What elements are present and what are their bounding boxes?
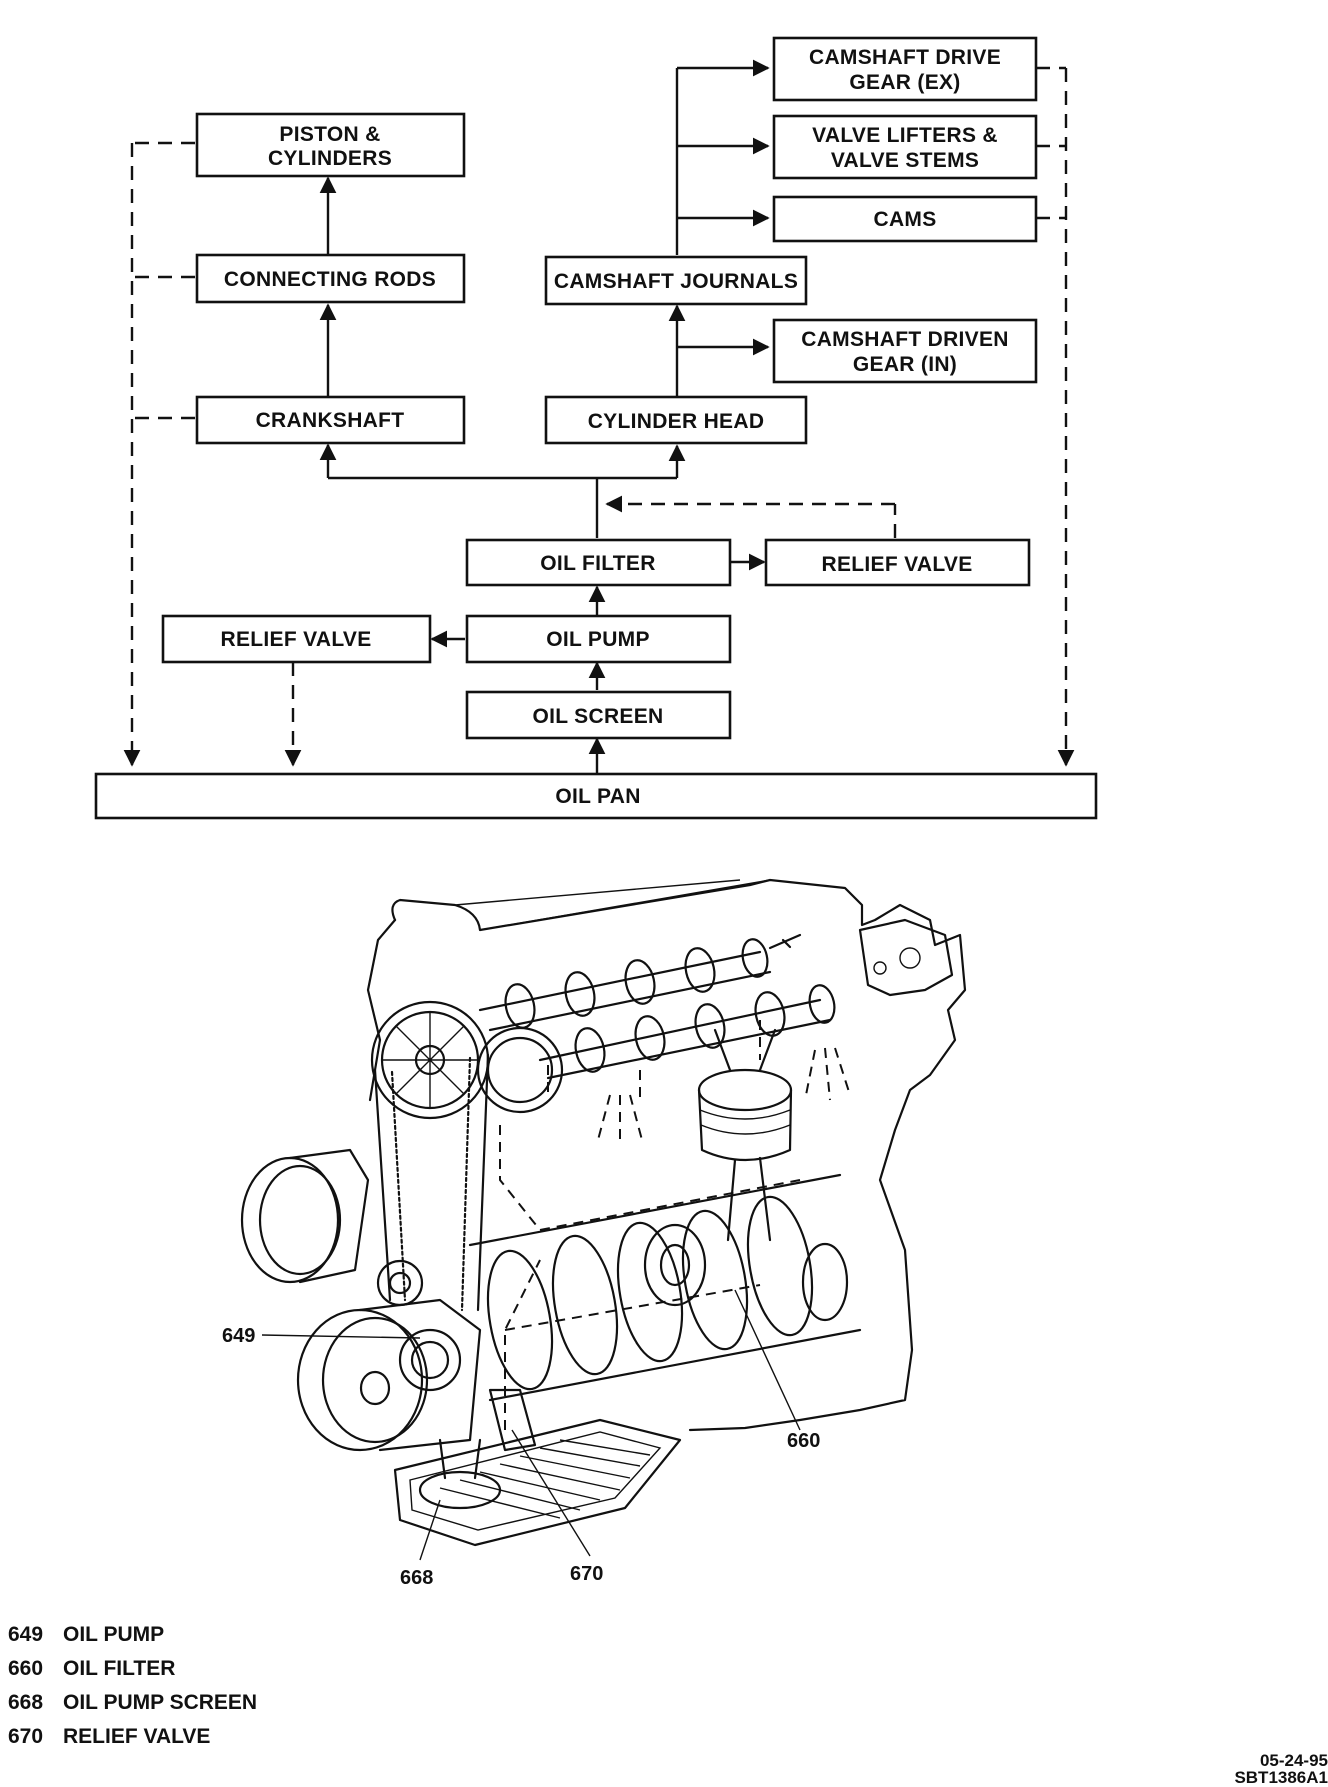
leader-660 — [734, 1289, 801, 1431]
engine-illustration: 649 660 668 670 — [222, 878, 967, 1589]
box-oil-pan: OIL PAN — [94, 772, 1098, 820]
box-camshaft-driven-gear: CAMSHAFT DRIVEN GEAR (IN) — [772, 318, 1038, 384]
callout-668: 668 — [400, 1567, 433, 1589]
callout-670: 670 — [570, 1563, 603, 1585]
leader-670 — [511, 1429, 591, 1557]
box-label: CYLINDERS — [268, 147, 392, 170]
internal-flow — [499, 1020, 801, 1430]
box-label: RELIEF VALVE — [822, 553, 973, 576]
timing-belt — [370, 1000, 564, 1312]
box-label: OIL PUMP — [546, 628, 650, 651]
box-label: PISTON & — [279, 123, 380, 146]
box-label: CYLINDER HEAD — [588, 410, 765, 433]
box-connecting-rods: CONNECTING RODS — [195, 253, 466, 304]
pulley-left — [240, 1148, 424, 1307]
box-relief-valve-pump: RELIEF VALVE — [161, 614, 432, 664]
box-label: GEAR (EX) — [849, 71, 960, 94]
box-camshaft-journals: CAMSHAFT JOURNALS — [544, 255, 808, 306]
drawing-stamp: 05-24-95 SBT1386A1 — [1234, 1752, 1328, 1786]
box-cylinder-head: CYLINDER HEAD — [544, 395, 808, 445]
leader-668 — [419, 1499, 441, 1561]
box-oil-pump: OIL PUMP — [465, 614, 732, 664]
box-label: CONNECTING RODS — [224, 268, 436, 291]
box-oil-screen: OIL SCREEN — [465, 690, 732, 740]
camshafts — [478, 933, 836, 1080]
oil-spray — [597, 1047, 851, 1145]
box-label: RELIEF VALVE — [221, 628, 372, 651]
leader-649 — [261, 1334, 421, 1339]
legend-label: OIL FILTER — [63, 1657, 176, 1680]
box-label: OIL SCREEN — [533, 705, 664, 728]
box-label: OIL FILTER — [540, 552, 655, 575]
legend-row: 668 OIL PUMP SCREEN — [8, 1686, 257, 1720]
legend-row: 649 OIL PUMP — [8, 1618, 257, 1652]
box-label: VALVE LIFTERS & — [812, 124, 998, 147]
legend-row: 670 RELIEF VALVE — [8, 1720, 257, 1754]
legend-number: 660 — [8, 1657, 44, 1680]
box-label: CAMSHAFT DRIVE — [809, 46, 1001, 69]
callout-649: 649 — [222, 1325, 255, 1347]
box-label: CAMSHAFT DRIVEN — [801, 328, 1009, 351]
box-label: GEAR (IN) — [853, 353, 957, 376]
return-lines — [123, 66, 1075, 767]
legend-row: 660 OIL FILTER — [8, 1652, 257, 1686]
callout-660: 660 — [787, 1430, 820, 1452]
parts-legend: 649 OIL PUMP 660 OIL FILTER 668 OIL PUMP… — [8, 1618, 257, 1754]
crank-pulley — [296, 1298, 482, 1452]
crankshaft-drawing — [468, 1173, 862, 1402]
box-label: OIL PAN — [555, 785, 640, 808]
stamp-date: 05-24-95 — [1259, 1751, 1328, 1770]
box-crankshaft: CRANKSHAFT — [195, 395, 466, 445]
box-valve-lifters: VALVE LIFTERS & VALVE STEMS — [772, 114, 1038, 180]
legend-label: OIL PUMP SCREEN — [63, 1691, 258, 1714]
flow-lines — [319, 59, 770, 773]
box-label: CRANKSHAFT — [256, 409, 405, 432]
legend-number: 670 — [8, 1725, 44, 1748]
box-camshaft-drive-gear: CAMSHAFT DRIVE GEAR (EX) — [772, 36, 1038, 102]
oil-pan-drawing — [393, 1388, 682, 1547]
legend-label: RELIEF VALVE — [63, 1725, 211, 1748]
legend-number: 649 — [8, 1623, 44, 1646]
box-label: CAMSHAFT JOURNALS — [554, 270, 798, 293]
box-piston-cylinders: PISTON & CYLINDERS — [195, 112, 466, 178]
box-label: VALVE STEMS — [831, 149, 979, 172]
box-oil-filter: OIL FILTER — [465, 538, 732, 587]
legend-label: OIL PUMP — [63, 1623, 165, 1646]
piston — [697, 1028, 793, 1242]
box-relief-valve-filter: RELIEF VALVE — [764, 538, 1031, 587]
box-label: CAMS — [873, 208, 936, 231]
legend-number: 668 — [8, 1691, 44, 1714]
box-cams: CAMS — [772, 195, 1038, 243]
